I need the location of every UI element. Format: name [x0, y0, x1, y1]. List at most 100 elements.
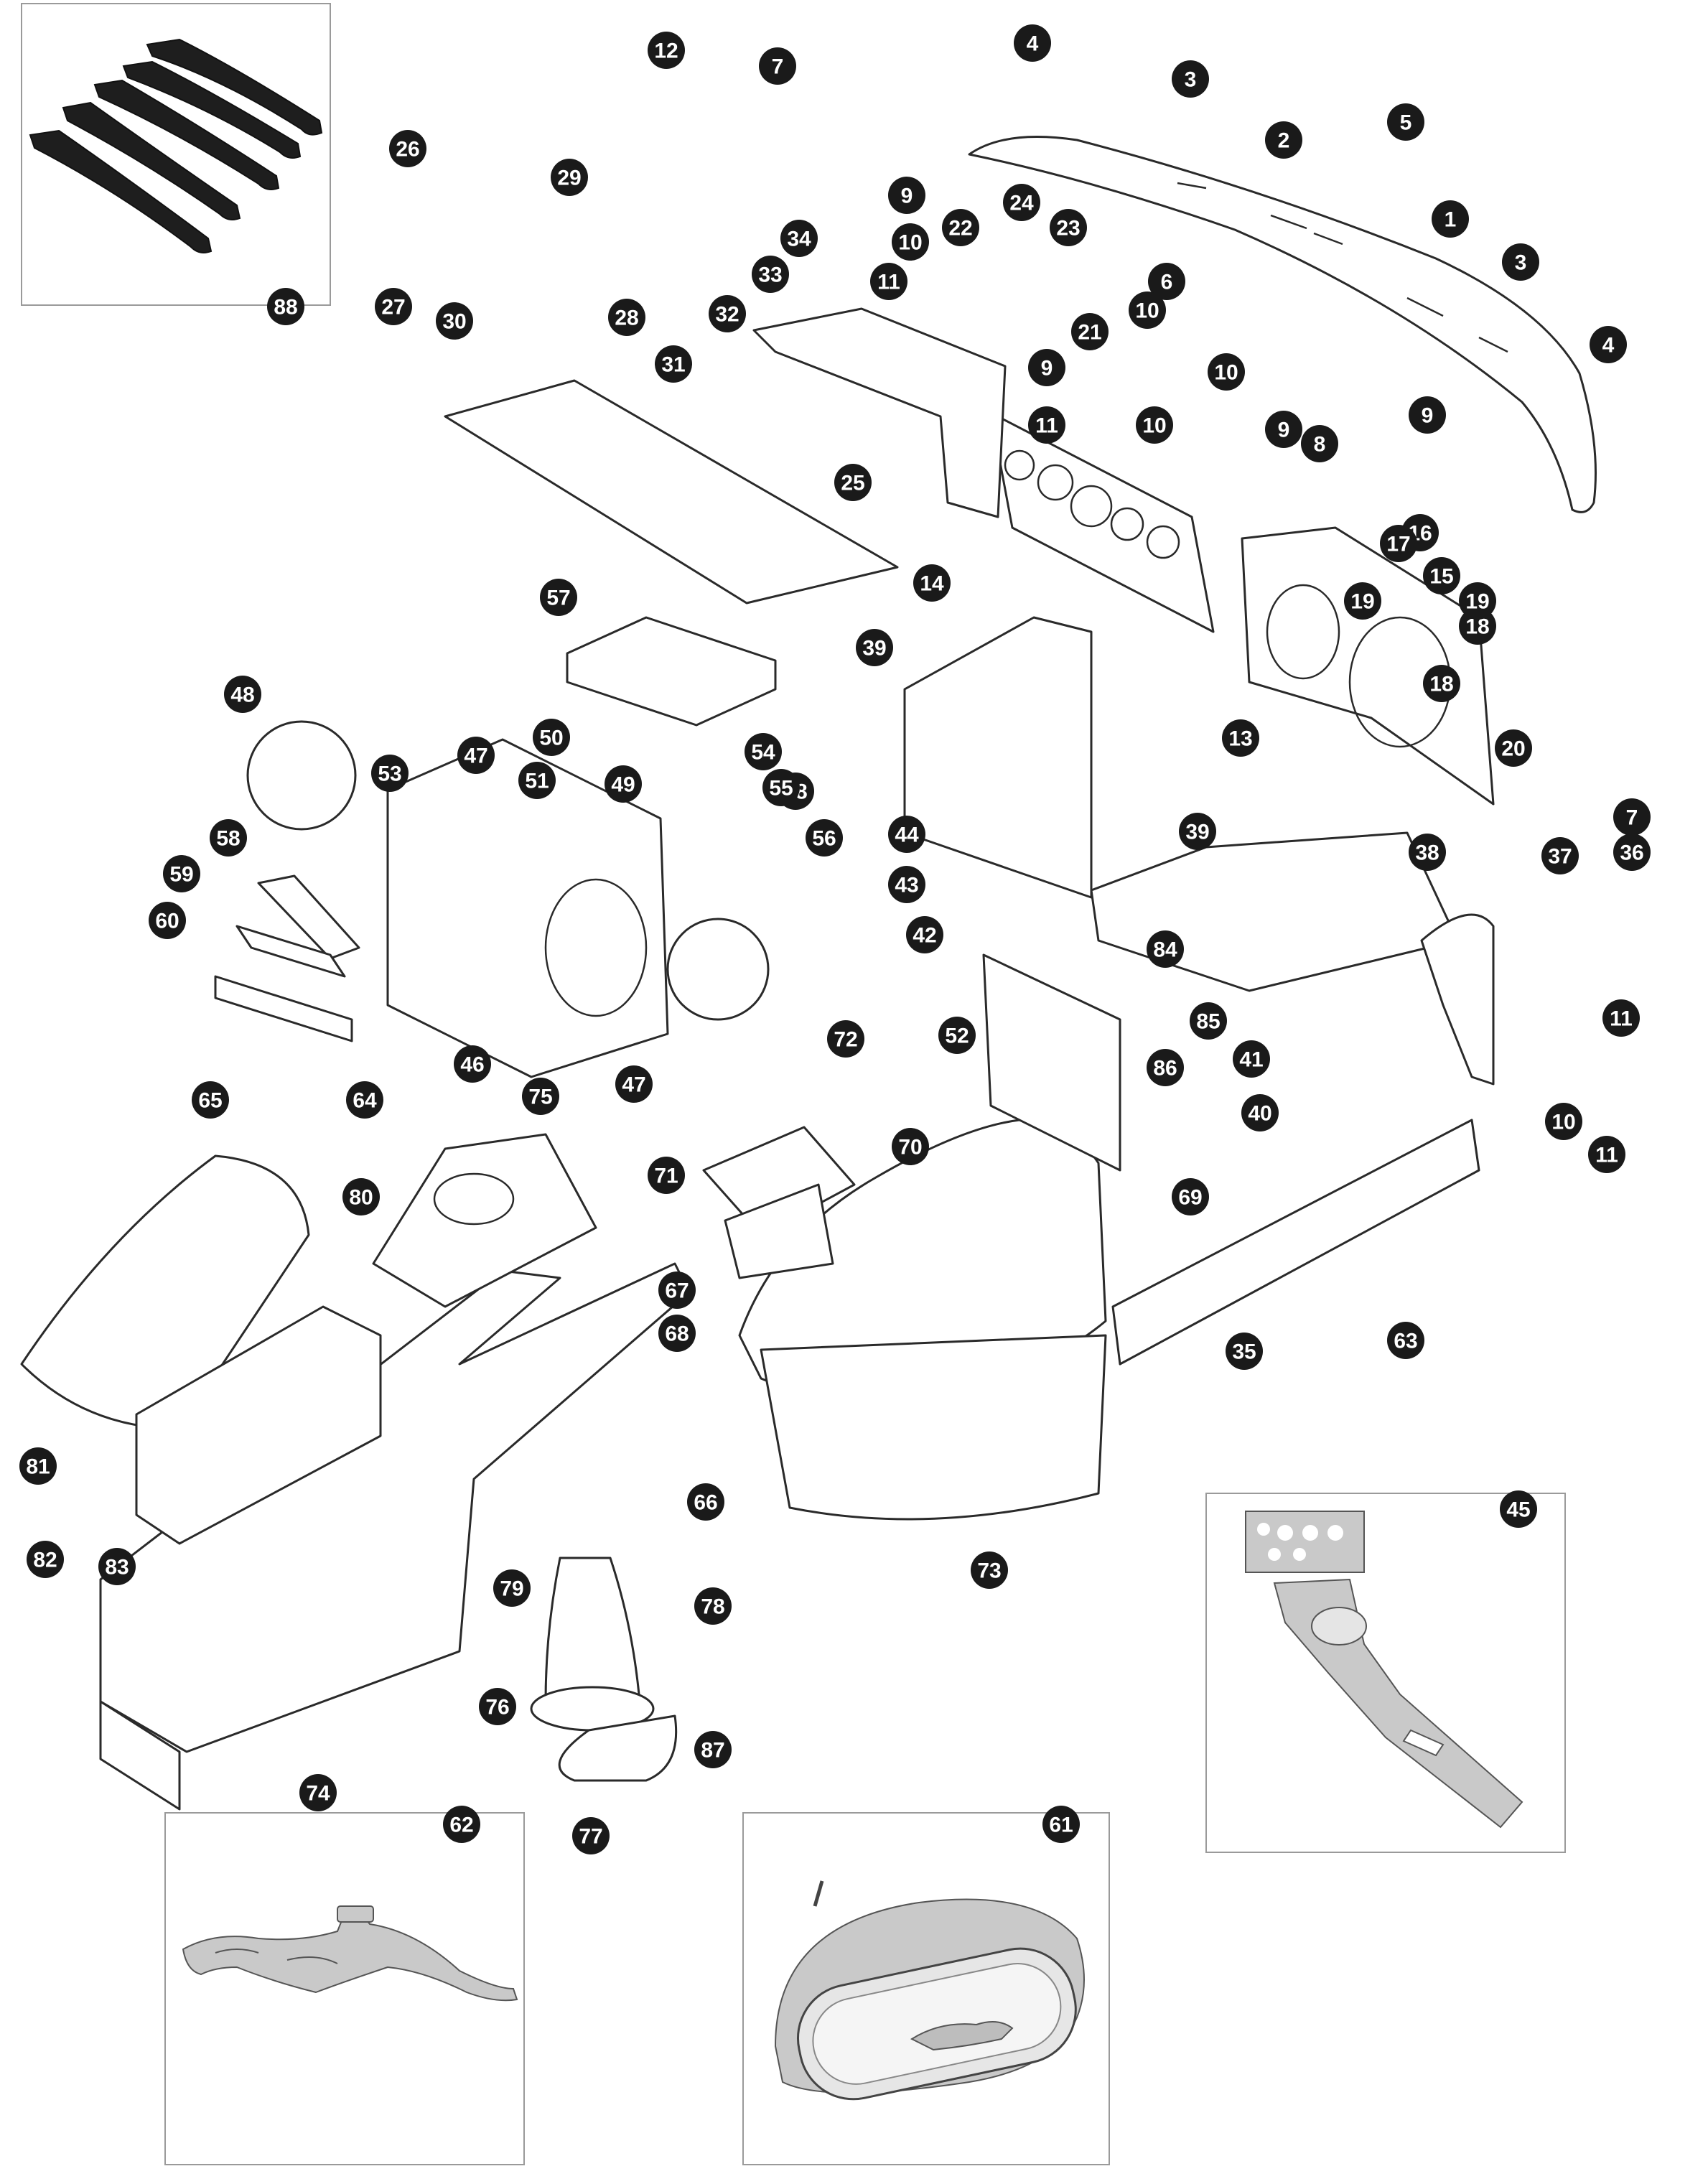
callout-4: 4: [1014, 24, 1051, 62]
callout-number: 75: [528, 1086, 552, 1109]
callout-number: 81: [26, 1455, 50, 1479]
bracket-parts-illustration: [1245, 1511, 1523, 1829]
callout-marker: [709, 295, 746, 332]
callout-marker: [892, 223, 929, 261]
trim-panel-52: [982, 953, 1121, 1172]
callout-marker: [572, 1817, 610, 1854]
callout-marker: [163, 855, 200, 892]
callout-72: 72: [827, 1020, 864, 1058]
callout-marker: [493, 1569, 531, 1607]
callout-marker: [1423, 557, 1460, 594]
callout-number: 68: [665, 1322, 689, 1346]
callout-48: 48: [224, 676, 261, 713]
callout-number: 60: [155, 910, 179, 933]
callout-number: 88: [274, 296, 297, 319]
callout-10: 10: [1136, 406, 1173, 444]
callout-45: 45: [1500, 1490, 1537, 1528]
armrest: [20, 1154, 382, 1545]
callout-marker: [658, 1315, 696, 1352]
callout-marker: [648, 1157, 685, 1194]
callout-24: 24: [1003, 184, 1040, 221]
callout-number: 31: [661, 353, 685, 377]
callout-70: 70: [892, 1128, 929, 1165]
callout-marker: [1071, 313, 1109, 350]
callout-marker: [608, 299, 645, 336]
callout-marker: [98, 1548, 136, 1585]
callout-number: 21: [1078, 321, 1101, 345]
callout-62: 62: [443, 1806, 480, 1843]
callout-number: 30: [442, 310, 466, 334]
callout-15: 15: [1423, 557, 1460, 594]
callout-marker: [1459, 582, 1496, 620]
callout-number: 85: [1196, 1010, 1220, 1034]
callout-74: 74: [299, 1774, 337, 1811]
callout-marker: [1241, 1094, 1279, 1131]
gear-lever-boot: [530, 1557, 678, 1782]
callout-47: 47: [457, 737, 495, 774]
shifter-gaiter: [702, 1126, 856, 1279]
callout-54: 54: [745, 733, 782, 770]
callout-32: 32: [709, 295, 746, 332]
callout-number: 76: [485, 1696, 509, 1719]
callout-number: 86: [1153, 1057, 1177, 1081]
callout-56: 56: [806, 819, 843, 857]
callout-marker: [342, 1178, 380, 1215]
callout-number: 3: [1185, 68, 1197, 92]
callout-marker: [605, 765, 642, 803]
callout-marker: [1179, 813, 1216, 850]
callout-7: 7: [759, 47, 796, 85]
callout-number: 49: [611, 773, 635, 797]
callout-52: 52: [938, 1017, 976, 1054]
callout-marker: [856, 629, 893, 666]
callout-14: 14: [913, 564, 951, 602]
callout-number: 53: [378, 762, 401, 786]
callout-marker: [752, 256, 789, 293]
callout-marker: [454, 1045, 491, 1083]
callout-6: 6: [1148, 263, 1185, 300]
horn-push-illustration: [774, 1880, 1085, 2101]
instrument-panel: [989, 411, 1215, 633]
callout-marker: [522, 1078, 559, 1115]
callout-marker: [1226, 1333, 1263, 1370]
callout-number: 7: [772, 55, 784, 79]
callout-marker: [1208, 353, 1245, 391]
callout-number: 9: [901, 185, 913, 208]
callout-number: 6: [1161, 271, 1173, 294]
callout-76: 76: [479, 1688, 516, 1725]
callout-marker: [888, 177, 925, 214]
callout-12: 12: [648, 32, 685, 69]
callout-number: 4: [1027, 32, 1039, 56]
callout-number: 2: [1278, 129, 1290, 153]
callout-9: 9: [888, 177, 925, 214]
callout-number: 57: [546, 587, 570, 610]
callout-number: 80: [349, 1186, 373, 1210]
callout-number: 39: [1185, 821, 1209, 844]
callout-number: 11: [1035, 414, 1058, 438]
callout-number: 15: [1429, 565, 1453, 589]
callout-marker: [1265, 121, 1302, 159]
callout-number: 18: [1429, 673, 1453, 696]
callout-number: 55: [769, 777, 793, 801]
callout-number: 24: [1009, 192, 1034, 215]
callout-57: 57: [540, 579, 577, 616]
callout-marker: [806, 819, 843, 857]
callout-81: 81: [19, 1447, 57, 1485]
callout-number: 8: [1314, 433, 1326, 457]
callout-number: 25: [841, 472, 864, 495]
callout-number: 36: [1620, 841, 1643, 865]
callout-number: 72: [834, 1028, 857, 1052]
callout-number: 9: [1278, 419, 1290, 442]
strap-parts-illustration: [29, 38, 323, 253]
callout-43: 43: [888, 866, 925, 903]
callout-marker: [1432, 200, 1469, 238]
callout-marker: [1541, 837, 1579, 874]
callout-25: 25: [834, 464, 872, 501]
callout-number: 43: [895, 874, 918, 897]
callout-marker: [971, 1551, 1008, 1589]
callout-number: 10: [1135, 299, 1159, 323]
callout-marker: [687, 1483, 724, 1521]
callout-80: 80: [342, 1178, 380, 1215]
callout-marker: [1613, 798, 1651, 836]
callout-marker: [1588, 1136, 1625, 1173]
callout-marker: [1003, 184, 1040, 221]
